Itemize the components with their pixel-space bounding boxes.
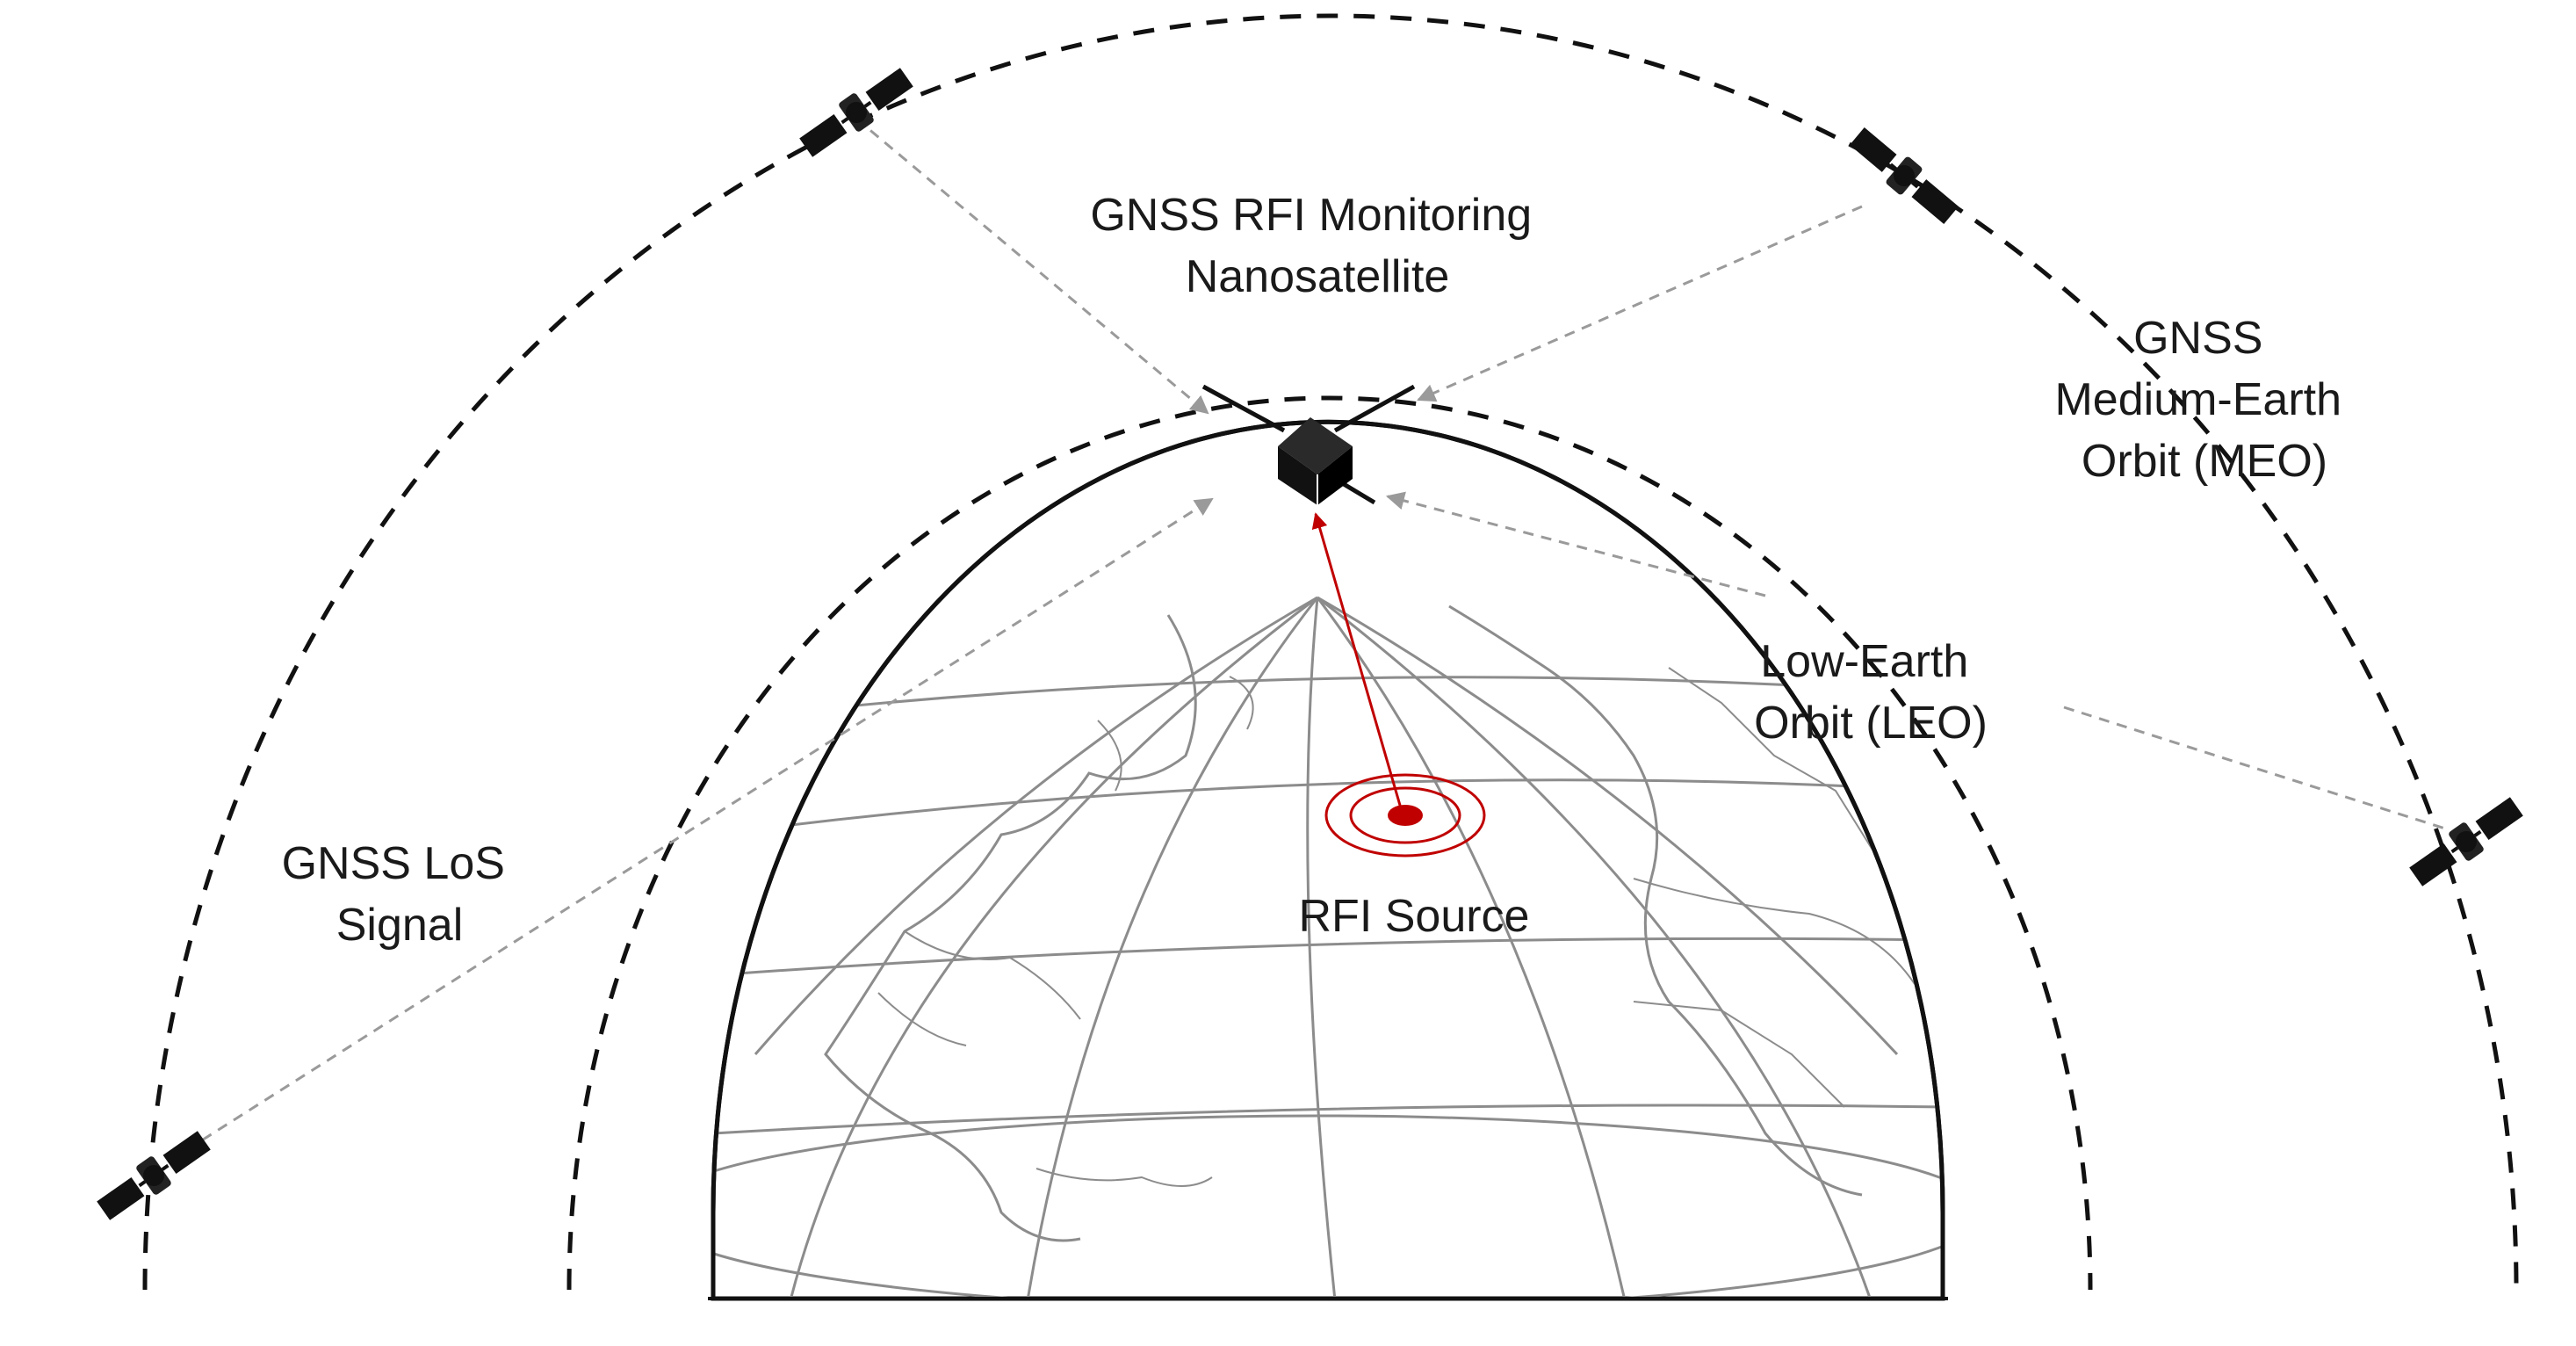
nanosat-label-line2: Nanosatellite	[1186, 251, 1450, 302]
leo-label-line2: Orbit (LEO)	[1754, 698, 1988, 749]
rfi-source-label: RFI Source	[1299, 891, 1530, 942]
leo-label-line1: Low-Earth	[1760, 636, 1968, 687]
meo-orbit	[142, 13, 2519, 1291]
signal-line-right	[1385, 491, 1766, 597]
nanosat-label-line1: GNSS RFI Monitoring	[1090, 190, 1532, 241]
los-signal-label: GNSS LoS Signal	[282, 838, 518, 951]
leo-orbit	[566, 395, 2093, 1291]
signal-line-top-right	[1417, 205, 1863, 402]
meo-label-line3: Orbit (MEO)	[2082, 436, 2327, 487]
signal-line-far-right	[2063, 706, 2451, 832]
nanosatellite-label: GNSS RFI Monitoring Nanosatellite	[1090, 190, 1544, 302]
los-label-line1: GNSS LoS	[282, 838, 505, 889]
meo-label-line1: GNSS	[2133, 313, 2262, 364]
signal-line-top-left	[855, 117, 1209, 415]
rfi-signal-arrow	[1311, 512, 1403, 809]
target-icon	[1324, 773, 1486, 858]
meo-label-line2: Medium-Earth	[2054, 374, 2341, 425]
earth-globe	[708, 419, 1948, 1301]
gnss-satellite-top-right	[1845, 122, 1963, 229]
meo-label: GNSS Medium-Earth Orbit (MEO)	[2054, 313, 2354, 487]
signal-line-bottom-left	[170, 497, 1214, 1161]
gnss-satellite-top-left	[796, 62, 917, 163]
leo-label: Low-Earth Orbit (LEO)	[1754, 636, 1988, 749]
los-label-line2: Signal	[336, 900, 464, 951]
gnss-signal-lines	[170, 117, 2451, 1161]
gnss-satellite-right	[2406, 792, 2527, 892]
cubesat-icon	[1201, 384, 1416, 505]
